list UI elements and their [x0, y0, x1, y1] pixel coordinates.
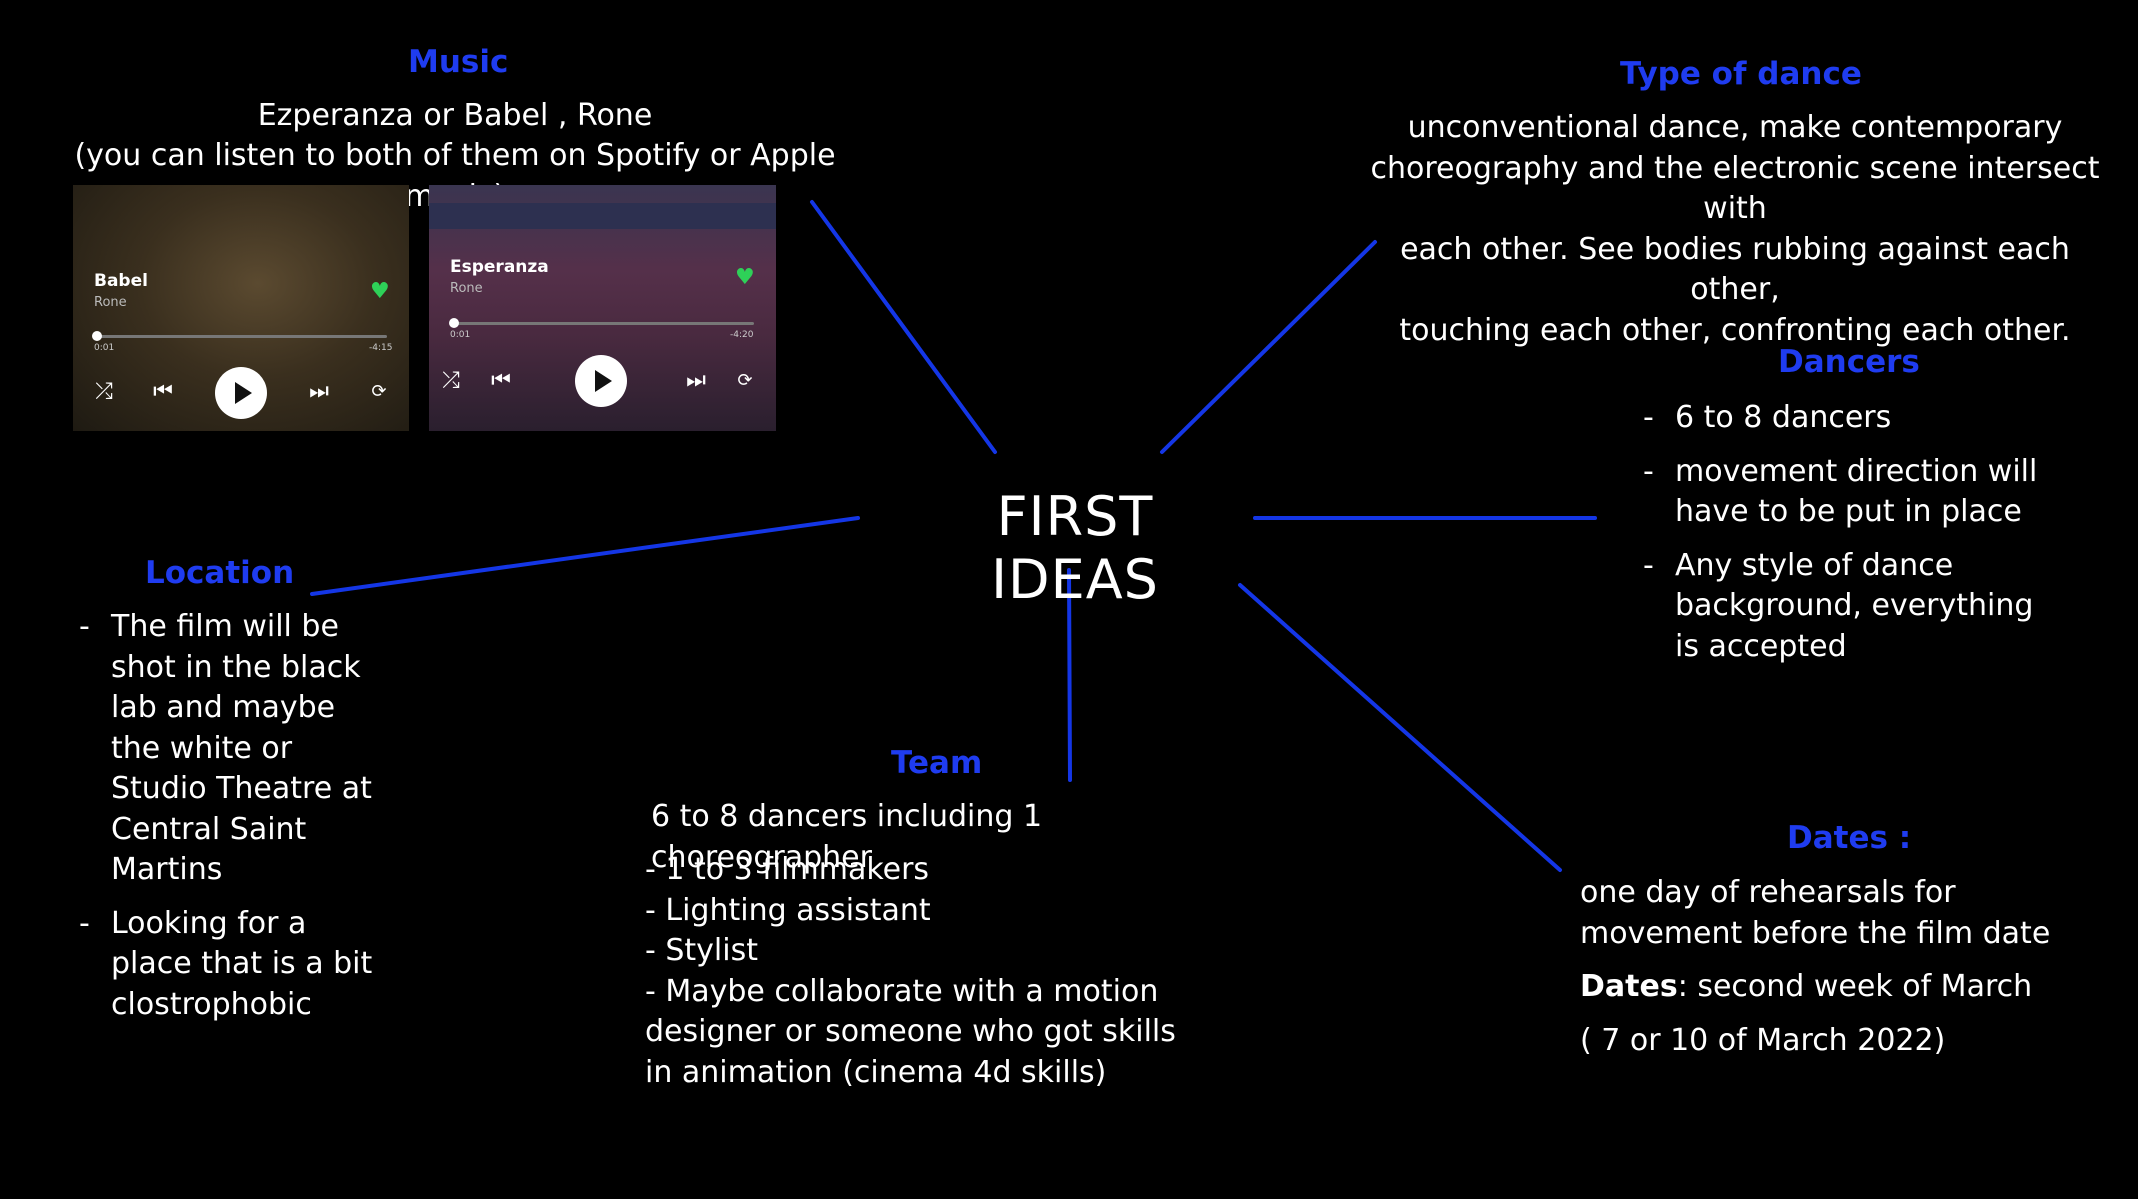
- dancers-list: 6 to 8 dancers movement direction will h…: [1643, 398, 2043, 680]
- dates-detail: ( 7 or 10 of March 2022): [1580, 1022, 1946, 1058]
- dates-rehearsal: one day of rehearsals for movement befor…: [1580, 875, 2051, 951]
- type-of-dance-line-4: touching each other, confronting each ot…: [1399, 312, 2071, 348]
- remaining-time: -4:20: [730, 330, 754, 340]
- progress-handle[interactable]: [92, 331, 102, 341]
- shuffle-icon[interactable]: ⤮: [95, 379, 113, 404]
- cover-art-band: [429, 203, 776, 229]
- progress-bar[interactable]: [454, 322, 754, 325]
- player-card-babel[interactable]: Babel Rone ♥ 0:01 -4:15 ⤮ ⏮ ⏭ ⟳: [73, 185, 409, 431]
- dancers-item: 6 to 8 dancers: [1643, 398, 2043, 439]
- type-of-dance-line-1: unconventional dance, make contemporary: [1407, 110, 2063, 145]
- team-list: - 1 to 3 filmmakers - Lighting assistant…: [645, 850, 1205, 1093]
- dancers-item: movement direction will have to be put i…: [1643, 452, 2043, 533]
- location-item: The film will be shot in the black lab a…: [79, 607, 379, 891]
- song-title: Esperanza: [450, 257, 549, 277]
- dates-heading: Dates :: [1787, 820, 1912, 856]
- repeat-icon[interactable]: ⟳: [737, 370, 753, 391]
- next-icon[interactable]: ⏭: [309, 379, 329, 404]
- team-item: - Maybe collaborate with a motion design…: [645, 973, 1176, 1090]
- song-title: Babel: [94, 271, 148, 291]
- team-heading: Team: [891, 745, 983, 781]
- next-icon[interactable]: ⏭: [686, 368, 706, 393]
- type-of-dance-text: unconventional dance, make contemporary …: [1360, 108, 2110, 351]
- song-artist: Rone: [450, 281, 483, 296]
- music-line-1: Ezperanza or Babel , Rone: [257, 98, 653, 133]
- previous-icon[interactable]: ⏮: [491, 368, 511, 393]
- connector-dates: [1238, 583, 1562, 872]
- progress-handle[interactable]: [449, 318, 459, 328]
- connector-type-of-dance: [1160, 240, 1377, 454]
- location-item: Looking for a place that is a bit clostr…: [79, 904, 379, 1026]
- dates-label: Dates: [1580, 969, 1678, 1004]
- song-artist: Rone: [94, 295, 127, 310]
- music-line-2: (you can listen to both of them on Spoti…: [74, 138, 836, 214]
- center-title: FIRST IDEAS: [991, 485, 1159, 611]
- remaining-time: -4:15: [369, 343, 393, 353]
- location-heading: Location: [145, 555, 295, 591]
- location-list: The film will be shot in the black lab a…: [79, 607, 379, 1038]
- dates-block: one day of rehearsals for movement befor…: [1580, 873, 2100, 1061]
- elapsed-time: 0:01: [94, 343, 115, 353]
- heart-icon[interactable]: ♥: [735, 265, 755, 290]
- connector-music: [810, 200, 997, 454]
- player-card-esperanza[interactable]: Esperanza Rone ♥ 0:01 -4:20 ⤮ ⏮ ⏭ ⟳: [429, 185, 776, 431]
- connector-team: [1067, 568, 1072, 782]
- play-icon[interactable]: [215, 367, 267, 419]
- team-intro: 6 to 8 dancers including 1 choreographer: [651, 799, 1043, 875]
- progress-bar[interactable]: [97, 335, 387, 338]
- play-icon[interactable]: [575, 355, 627, 407]
- elapsed-time: 0:01: [450, 330, 471, 340]
- dates-line: Dates: second week of March: [1580, 967, 2100, 1008]
- shuffle-icon[interactable]: ⤮: [442, 368, 460, 393]
- music-heading: Music: [408, 44, 509, 80]
- heart-icon[interactable]: ♥: [370, 279, 390, 304]
- dancers-item: Any style of dance background, everythin…: [1643, 546, 2043, 668]
- type-of-dance-heading: Type of dance: [1620, 56, 1862, 92]
- type-of-dance-line-2: choreography and the electronic scene in…: [1370, 150, 2100, 227]
- previous-icon[interactable]: ⏮: [153, 379, 173, 404]
- connector-location: [310, 516, 860, 596]
- repeat-icon[interactable]: ⟳: [371, 381, 387, 402]
- dates-value: : second week of March: [1677, 969, 2033, 1004]
- team-item: - 1 to 3 filmmakers: [645, 852, 930, 887]
- team-item: - Lighting assistant: [645, 892, 931, 928]
- team-item: - Stylist: [645, 933, 758, 968]
- type-of-dance-line-3: each other. See bodies rubbing against e…: [1400, 231, 2070, 308]
- dancers-heading: Dancers: [1778, 344, 1920, 380]
